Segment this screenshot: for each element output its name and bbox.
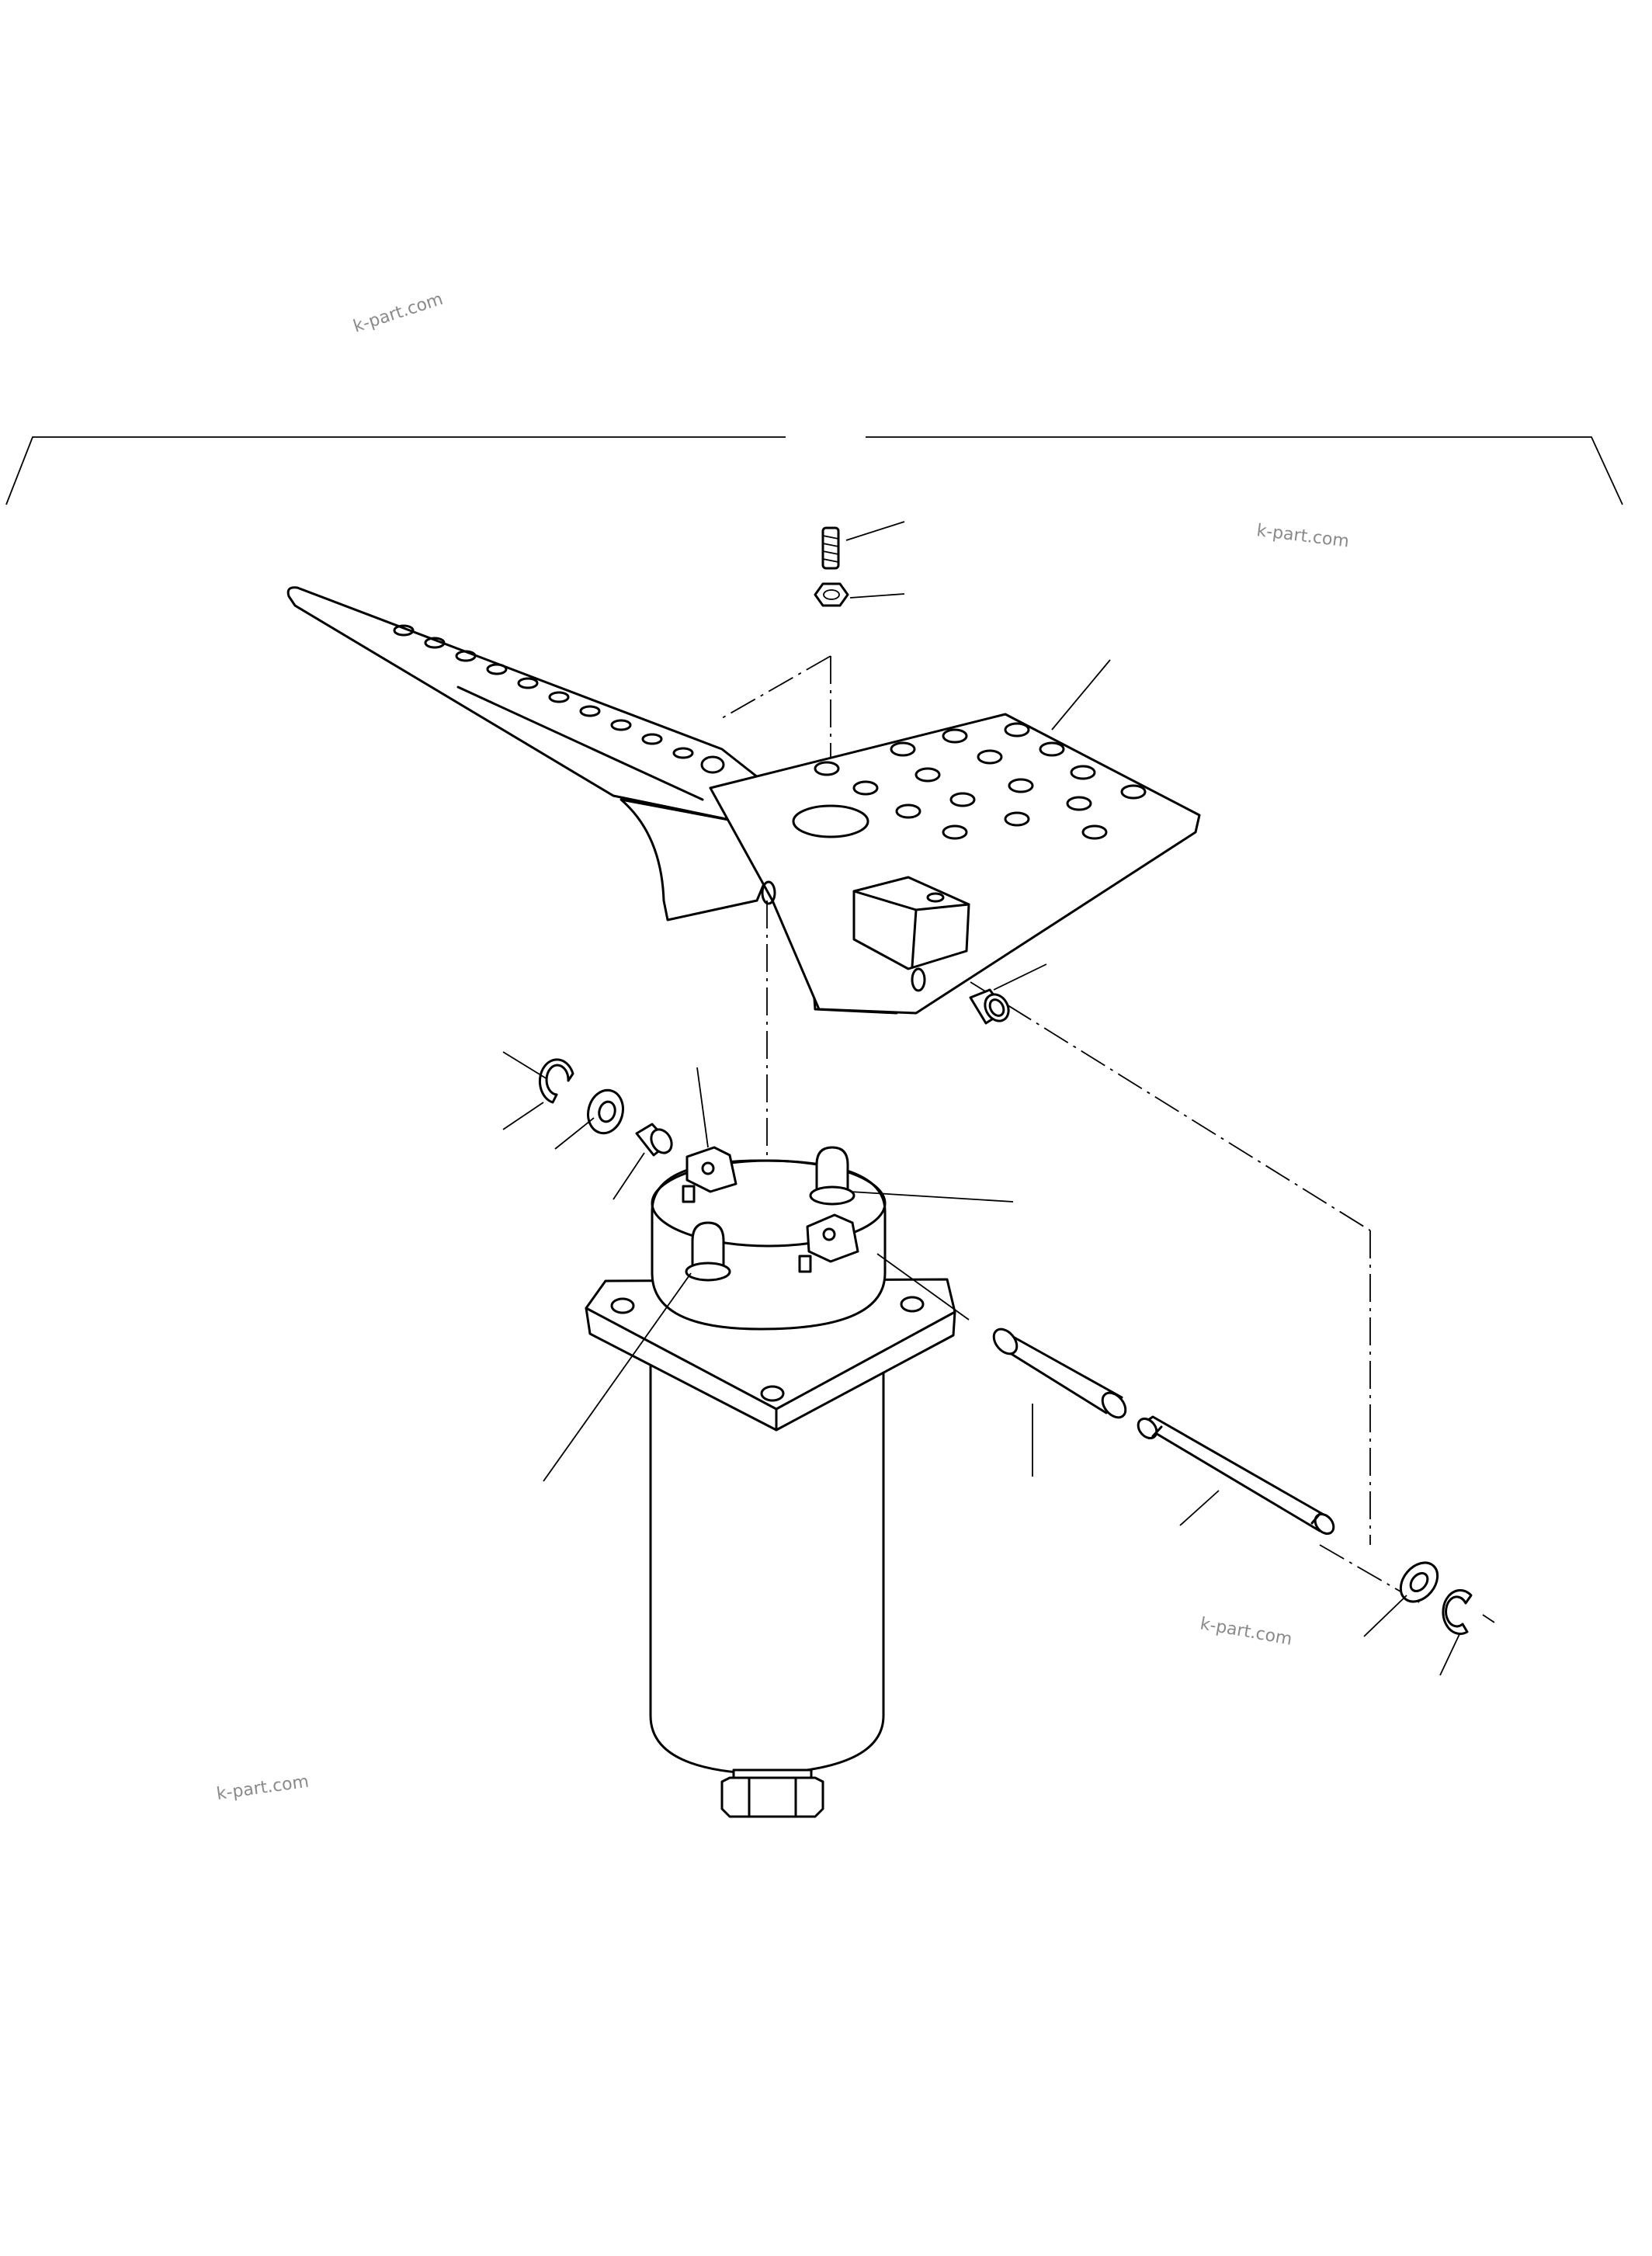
- washer-left: [587, 1088, 624, 1135]
- hex-nut: [814, 582, 849, 607]
- bushing-upper: [969, 988, 1010, 1025]
- bushing-left: [635, 1123, 673, 1157]
- e-clip-left: [538, 1058, 574, 1104]
- pedal-valve: [585, 1146, 956, 1818]
- pedal: [286, 586, 1201, 1015]
- watermark-3: k-part.com: [1199, 1614, 1293, 1649]
- e-clip-right: [1442, 1589, 1473, 1635]
- leader-lines: [502, 521, 1495, 1676]
- center-lines: [721, 655, 1421, 1604]
- watermark-1: k-part.com: [351, 290, 446, 337]
- watermark-4: k-part.com: [215, 1772, 310, 1804]
- washer-right: [1399, 1561, 1439, 1603]
- pin: [1137, 1415, 1335, 1536]
- set-screw: [821, 526, 840, 570]
- frame-bracket: [5, 436, 1623, 505]
- sleeve: [992, 1328, 1127, 1419]
- watermark-2: k-part.com: [1255, 521, 1350, 551]
